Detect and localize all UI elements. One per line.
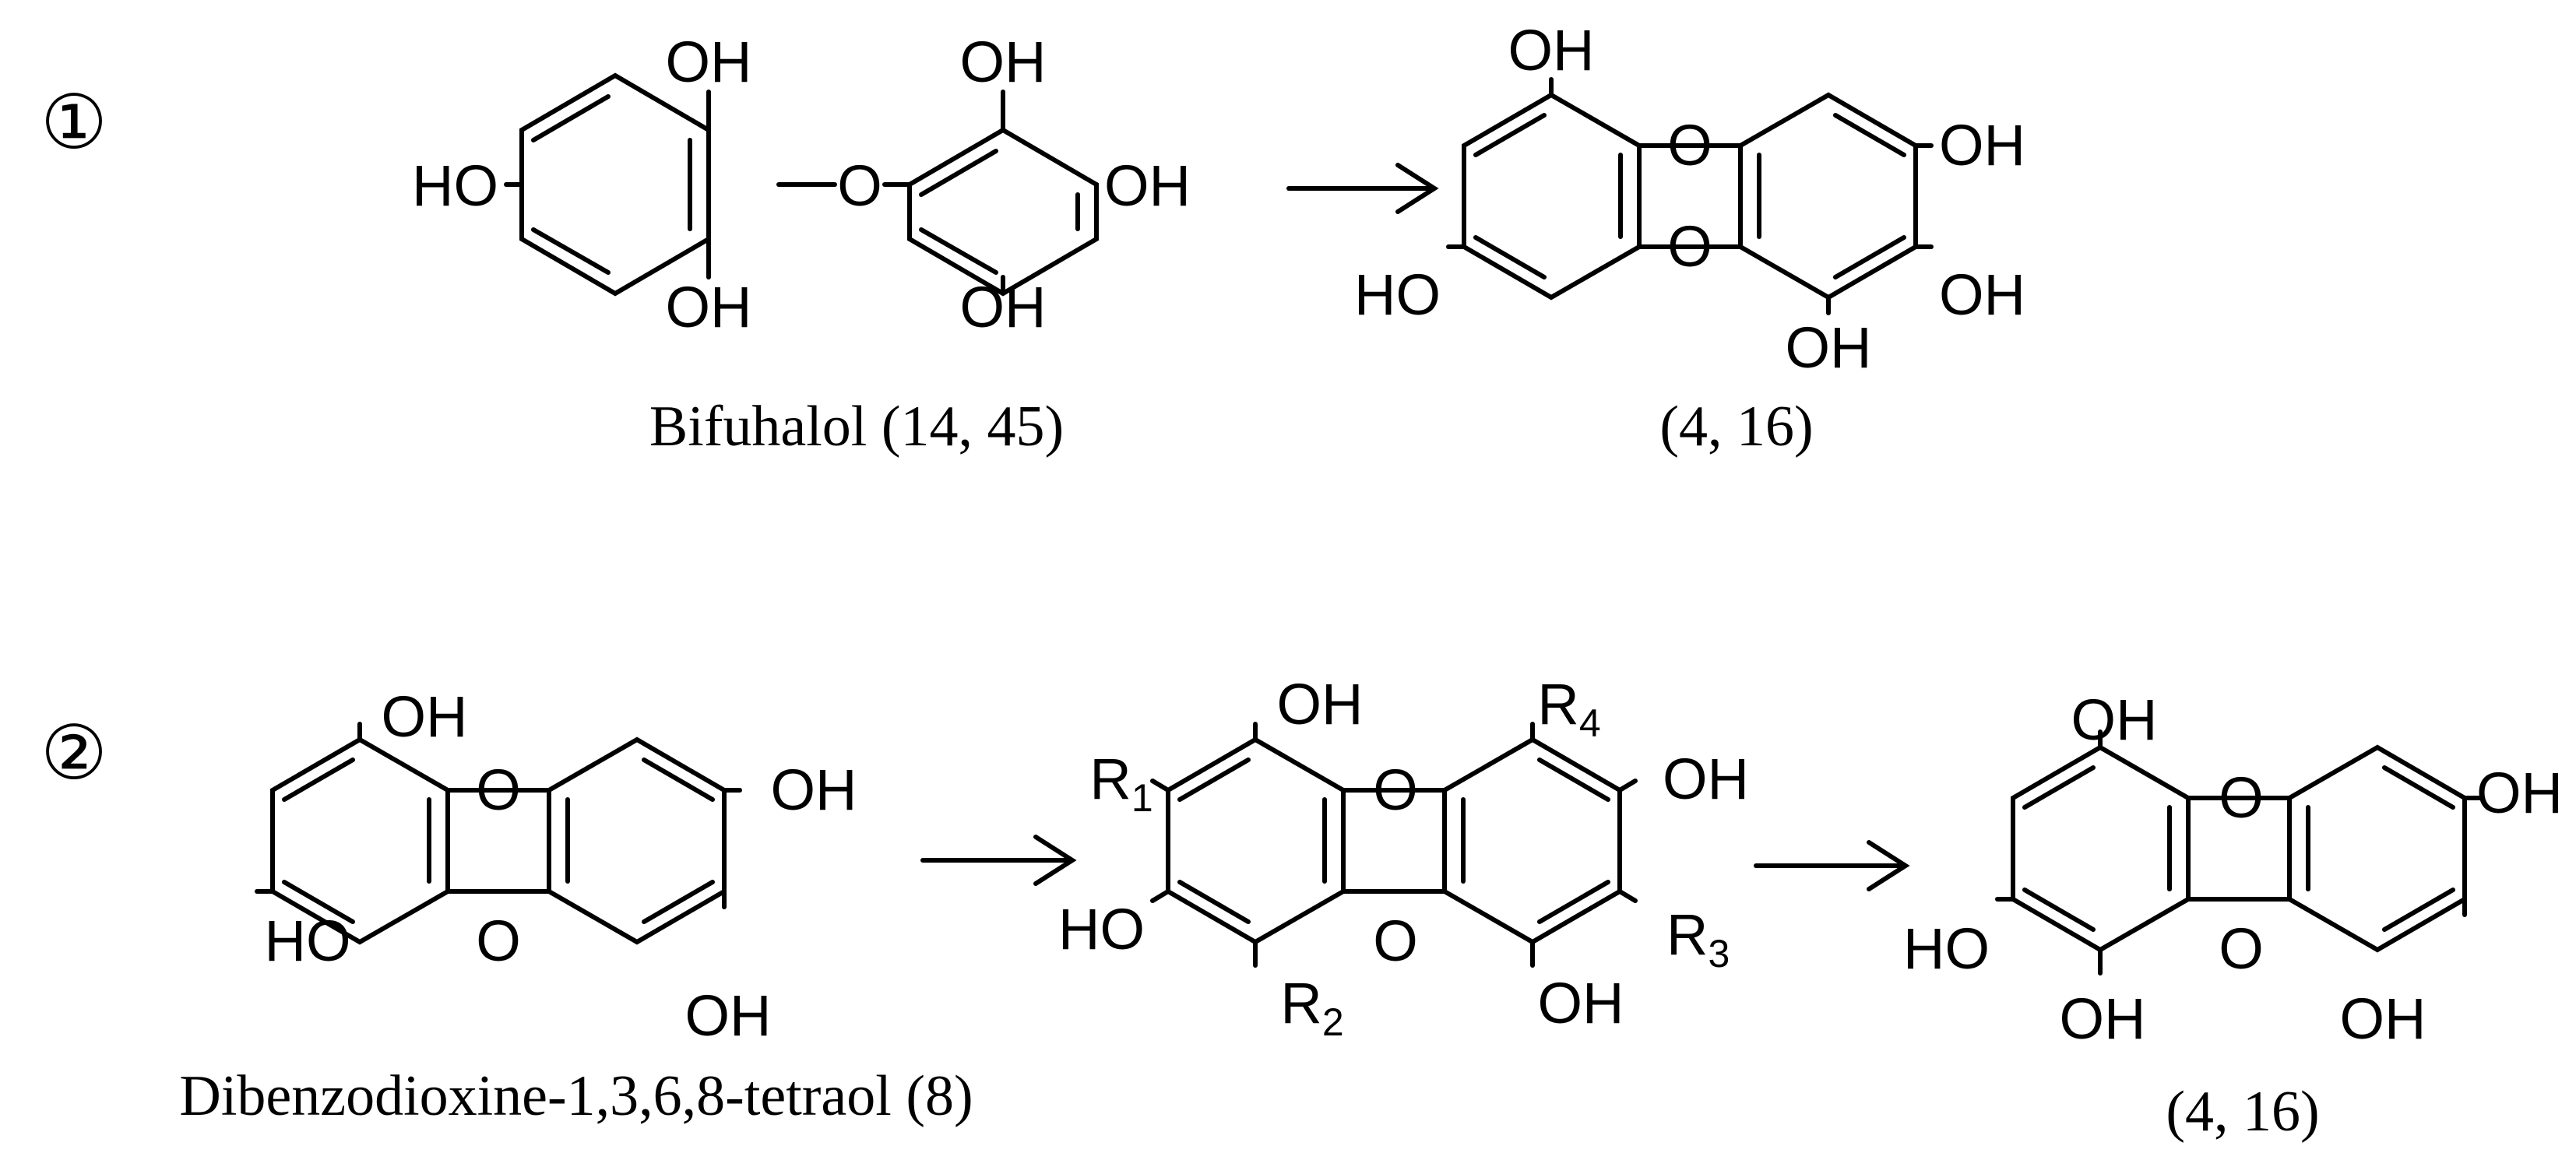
- product-2-oh-top: OH: [2071, 687, 2158, 752]
- product-1-oh-lower-right: OH: [1939, 262, 2025, 327]
- bifuhalol-caption: Bifuhalol (14, 45): [649, 395, 1064, 459]
- intermediate-r1-subscript: 1: [1131, 776, 1153, 820]
- dibenzodioxine-oh-top: OH: [382, 684, 468, 749]
- dibenzodioxine-ring-b: [547, 736, 727, 945]
- intermediate-ring-a: [1166, 736, 1346, 945]
- step-2-marker: ②: [40, 712, 107, 795]
- product-2-oxygen-top: O: [2219, 765, 2264, 830]
- reaction-arrow-1: [1286, 163, 1439, 214]
- bifuhalol-ho-left: HO: [412, 153, 498, 218]
- product-2-ring-a: [2011, 744, 2191, 953]
- product-2-oh-right: OH: [2476, 761, 2563, 825]
- dibenzodioxine-oh-right: OH: [771, 758, 857, 822]
- dibenzodioxine-oxygen-bottom: O: [476, 909, 521, 973]
- intermediate-oh-top: OH: [1277, 672, 1364, 736]
- intermediate-oxygen-bottom: O: [1373, 909, 1418, 973]
- product-2-oh-bottom-left: OH: [2060, 986, 2146, 1051]
- dibenzodioxine-structure: [255, 722, 742, 945]
- product-1-structure: [1446, 77, 1934, 315]
- product-1-oh-top: OH: [1508, 18, 1595, 83]
- product-1-ring-b: [1738, 92, 1918, 301]
- bifuhalol-ring-a: [519, 72, 711, 297]
- product-1-oh-upper-right: OH: [1939, 113, 2025, 178]
- intermediate-oxygen-top: O: [1373, 758, 1418, 822]
- intermediate-r1-letter: R: [1089, 747, 1131, 811]
- intermediate-structure: [1150, 722, 1638, 968]
- bifuhalol-oh-top-left: OH: [666, 30, 752, 94]
- intermediate-ho-left: HO: [1058, 897, 1145, 961]
- product-2-ho-left: HO: [1903, 916, 1990, 981]
- intermediate-r4: R4: [1537, 672, 1600, 745]
- dibenzodioxine-oxygen-top: O: [476, 758, 521, 822]
- intermediate-r3-letter: R: [1666, 902, 1708, 967]
- product-2-caption: (4, 16): [2166, 1080, 2319, 1144]
- intermediate-r2: R2: [1280, 971, 1343, 1044]
- product-1-oxygen-bottom: O: [1667, 214, 1712, 279]
- step-1-marker: ①: [40, 81, 107, 164]
- intermediate-r3: R3: [1666, 902, 1730, 975]
- product-1-caption: (4, 16): [1659, 395, 1813, 459]
- product-2-oh-bottom-right: OH: [2340, 986, 2426, 1051]
- intermediate-oh-bottom: OH: [1538, 971, 1624, 1035]
- product-2-structure: [1995, 729, 2483, 975]
- dibenzodioxine-oh-bottom: OH: [685, 983, 772, 1048]
- intermediate-oh-right: OH: [1663, 747, 1749, 811]
- intermediate-r2-letter: R: [1280, 971, 1321, 1035]
- reaction-arrow-3: [1754, 840, 1910, 891]
- intermediate-r1: R1: [1089, 747, 1153, 820]
- dibenzodioxine-caption: Dibenzodioxine-1,3,6,8-tetraol (8): [179, 1064, 973, 1128]
- intermediate-r2-subscript: 2: [1322, 1000, 1344, 1044]
- product-2-oxygen-bottom: O: [2219, 916, 2264, 981]
- product-1-oh-bottom: OH: [1786, 315, 1872, 380]
- product-2-ring-b: [2287, 744, 2467, 953]
- dibenzodioxine-ho-left: HO: [265, 909, 351, 973]
- intermediate-r3-subscript: 3: [1708, 932, 1730, 975]
- bifuhalol-structure: [504, 72, 1099, 297]
- product-1-ring-a: [1462, 92, 1642, 301]
- intermediate-r4-letter: R: [1537, 672, 1578, 736]
- bifuhalol-oh-right: OH: [1104, 153, 1191, 218]
- bifuhalol-oh-bottom-left: OH: [666, 275, 752, 339]
- product-1-ho-left: HO: [1354, 262, 1441, 327]
- bifuhalol-oh-top-right: OH: [960, 30, 1047, 94]
- bifuhalol-oh-bottom-right: OH: [960, 275, 1047, 339]
- intermediate-r4-subscript: 4: [1579, 701, 1601, 745]
- intermediate-ring-b: [1442, 736, 1622, 945]
- product-1-oxygen-top: O: [1667, 113, 1712, 178]
- reaction-arrow-2: [920, 835, 1077, 886]
- bifuhalol-ring-b: [907, 127, 1099, 297]
- bifuhalol-ether-oxygen: O: [837, 153, 882, 218]
